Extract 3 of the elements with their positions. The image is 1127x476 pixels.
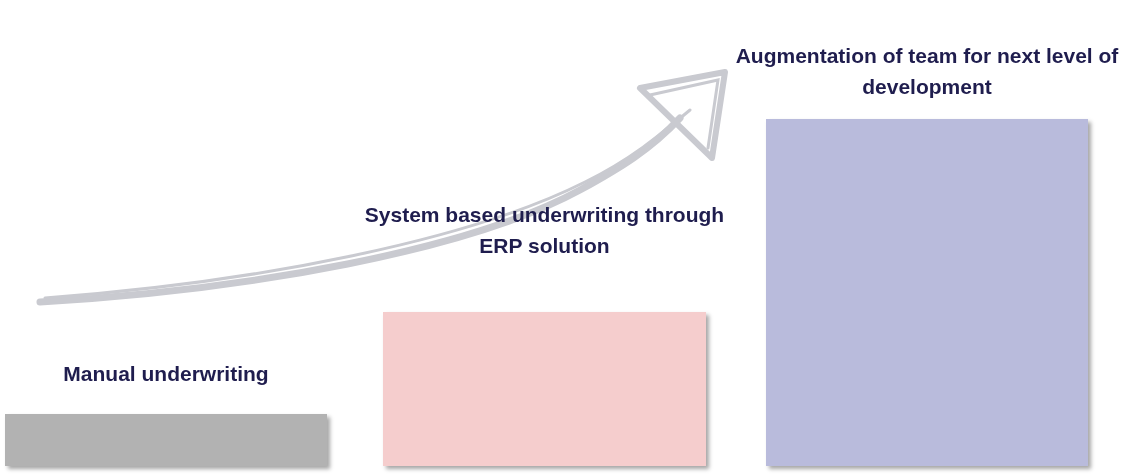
stage-heading: Manual underwriting <box>62 361 270 387</box>
stage-heading: Augmentation of team for next level of development <box>734 43 1120 100</box>
stage-heading: System based underwriting through ERP solution <box>363 202 726 259</box>
